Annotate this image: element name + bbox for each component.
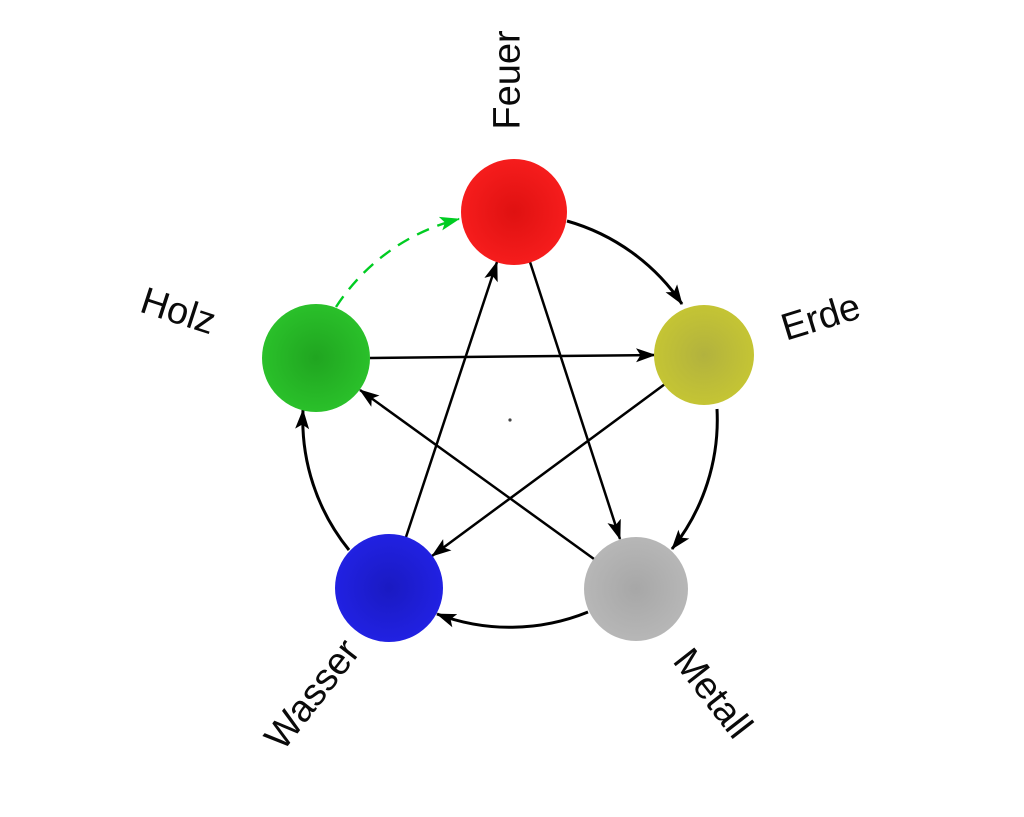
arrow-holz-to-feuer-dashed	[334, 216, 460, 308]
arrow-feuer-to-metall	[528, 261, 622, 540]
node-metall	[584, 537, 688, 641]
label-feuer: Feuer	[486, 30, 529, 130]
arrow-holz-to-erde	[369, 348, 656, 363]
arrow-erde-to-wasser	[431, 382, 666, 558]
arrow-metall-to-wasser	[436, 610, 589, 629]
arrow-wasser-to-feuer	[404, 261, 499, 538]
arrow-wasser-to-holz	[295, 409, 351, 551]
node-wasser	[335, 534, 443, 642]
node-erde	[654, 305, 754, 405]
arrow-feuer-to-erde	[566, 219, 684, 305]
arrow-erde-to-metall	[670, 408, 719, 550]
arrow-metall-to-holz	[359, 388, 595, 561]
center-dot	[508, 418, 512, 422]
node-holz	[262, 304, 370, 412]
node-feuer	[461, 159, 567, 265]
